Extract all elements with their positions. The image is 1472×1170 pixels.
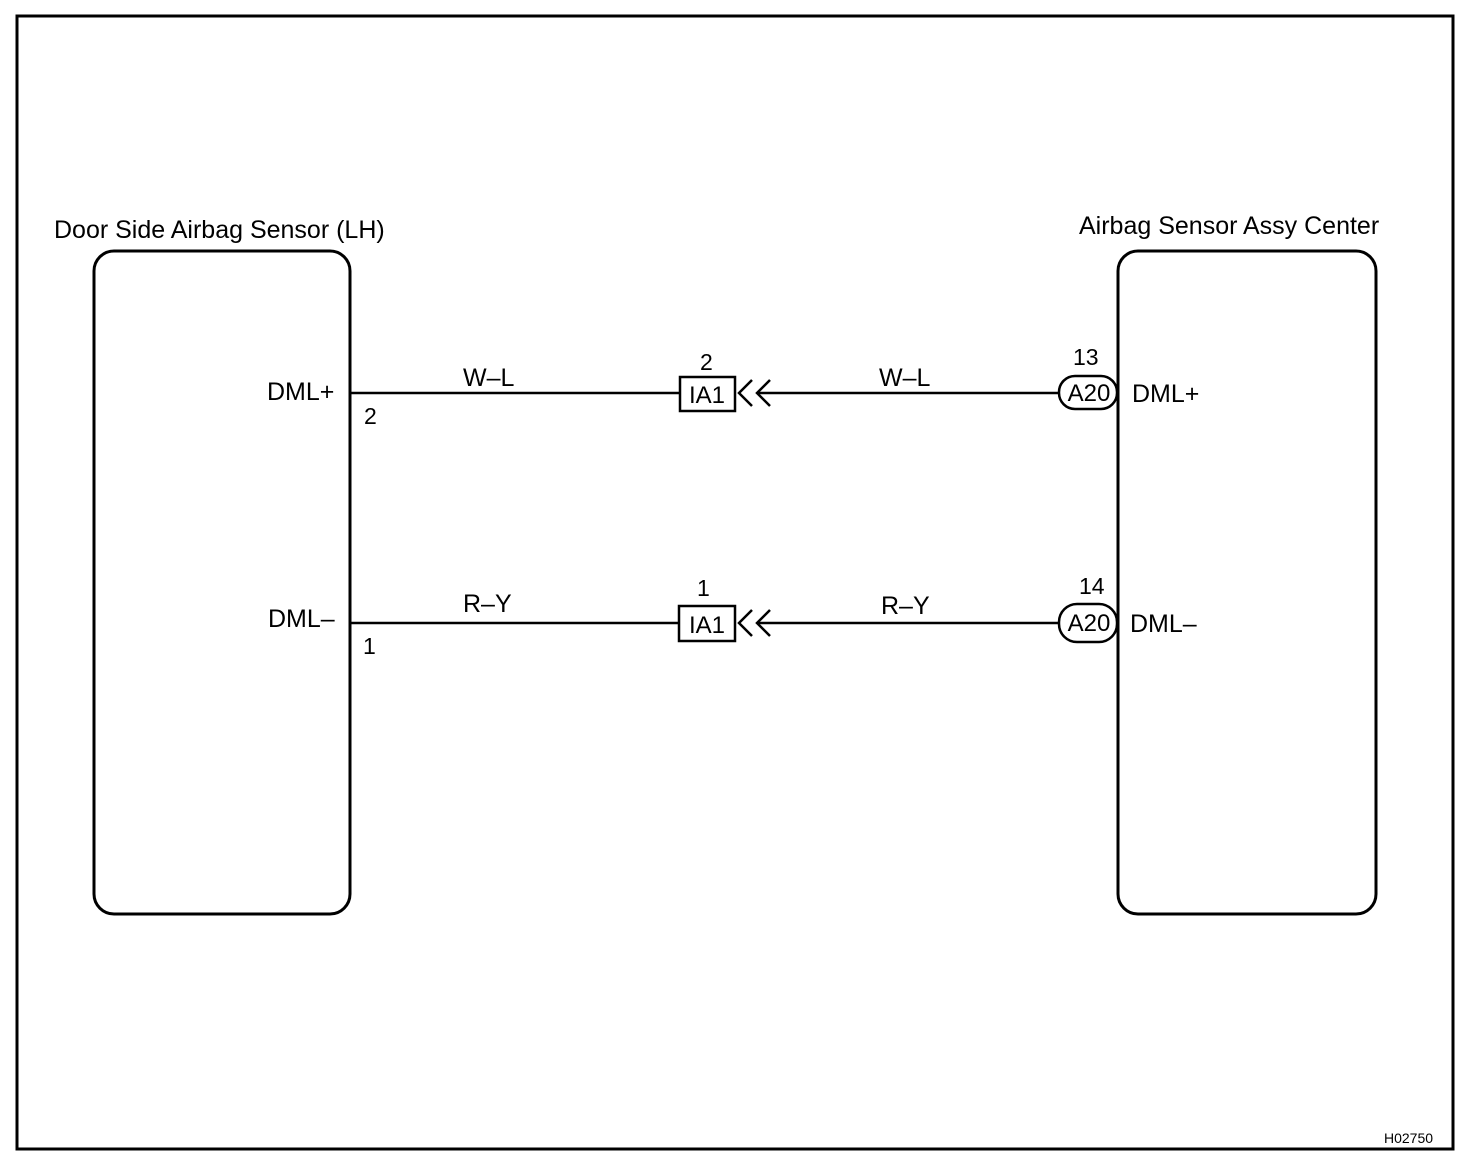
wire-color-label-right-upper: W–L: [879, 364, 931, 392]
right-connector-label-lower: A20: [1068, 610, 1111, 637]
right-pin-number-13: 13: [1073, 344, 1099, 370]
connector-chevron-icon-upper-1: [737, 379, 753, 407]
left-terminal-label-dml-minus: DML–: [268, 605, 335, 633]
wire-color-label-right-lower: R–Y: [881, 592, 930, 620]
right-component-title: Airbag Sensor Assy Center: [1079, 212, 1379, 240]
junction-pin-number-lower: 1: [697, 575, 710, 601]
diagram-frame: [15, 14, 1455, 1151]
right-connector-label-upper: A20: [1068, 380, 1111, 407]
wire-color-label-left-upper: W–L: [463, 364, 515, 392]
connector-chevron-icon-lower-1: [737, 609, 753, 637]
left-component-box: [92, 249, 352, 916]
right-terminal-label-dml-minus: DML–: [1130, 610, 1197, 638]
right-connector-oval-upper: [1057, 374, 1119, 411]
junction-connector-box-lower: [677, 604, 737, 643]
wire-color-label-left-lower: R–Y: [463, 590, 512, 618]
figure-reference-id: H02750: [1384, 1130, 1433, 1146]
junction-pin-number-upper: 2: [700, 349, 713, 375]
left-pin-number-2: 2: [364, 403, 377, 429]
right-connector-oval-lower: [1057, 602, 1119, 644]
junction-connector-box-upper: [678, 375, 737, 413]
right-terminal-label-dml-plus: DML+: [1132, 380, 1199, 408]
circuit-dml-minus: DML– 1 R–Y 1 IA1 R–Y 14 A20 DML–: [268, 573, 1197, 659]
left-terminal-label-dml-plus: DML+: [267, 378, 334, 406]
right-component-box: [1116, 249, 1378, 916]
left-pin-number-1: 1: [363, 633, 376, 659]
junction-connector-label-upper: IA1: [689, 382, 725, 409]
right-pin-number-14: 14: [1079, 573, 1105, 599]
junction-connector-label-lower: IA1: [689, 612, 725, 639]
left-component-title: Door Side Airbag Sensor (LH): [54, 216, 385, 244]
circuit-dml-plus: DML+ 2 W–L 2 IA1 W–L 13 A20 DML+: [267, 344, 1199, 429]
